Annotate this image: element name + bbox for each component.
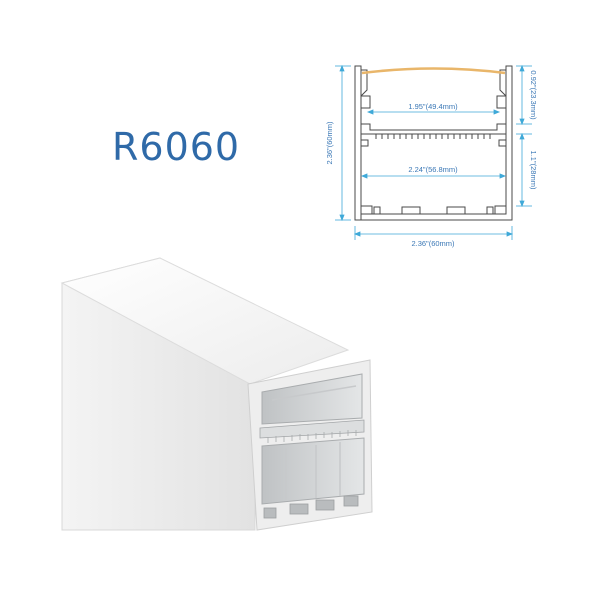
- dimension-lines: [335, 64, 532, 240]
- diffuser-top-face: [60, 257, 350, 385]
- upper-height-label: 0.92"(23.3mm): [529, 70, 538, 120]
- channel-grooves: [271, 385, 357, 500]
- heat-sink-fins: [375, 134, 491, 139]
- lower-chamber: [261, 437, 365, 505]
- overall-height-label: 2.36"(60mm): [325, 121, 334, 165]
- bottom-slots: [263, 495, 359, 519]
- fin-marks: [267, 430, 357, 443]
- inner-bottom-width-label: 2.24"(56.8mm): [408, 165, 458, 174]
- diffuser-lens: [361, 67, 506, 75]
- inner-top-width-label: 1.95"(49.4mm): [408, 102, 458, 111]
- product-title: R6060: [112, 125, 241, 169]
- heat-sink-ridge: [259, 419, 365, 439]
- profile-outline: [354, 65, 513, 221]
- upper-chamber: [261, 373, 363, 425]
- lower-height-label: 1.1"(28mm): [529, 151, 538, 190]
- overall-width-label: 2.36"(60mm): [411, 239, 455, 248]
